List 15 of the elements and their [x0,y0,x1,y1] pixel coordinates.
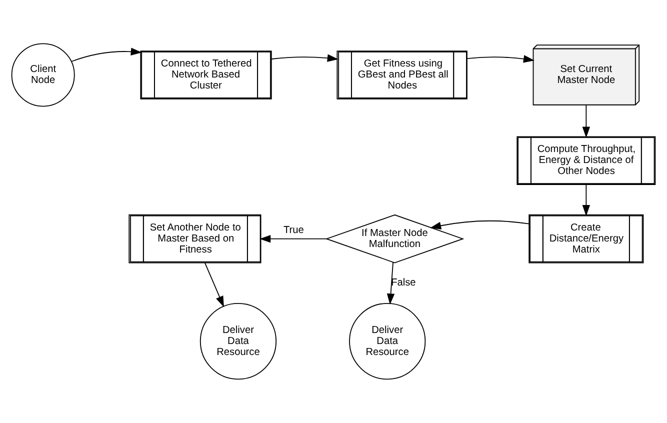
node-circle: Client Node [11,43,75,107]
arrow [466,55,535,63]
node-circle: Deliver Data Resource [200,302,277,380]
arrow [204,262,224,308]
edge-label: False [391,278,416,289]
edge-label: True [283,225,304,236]
arrow [70,48,142,62]
node-circle: Deliver Data Resource [349,302,426,380]
node-diamond: If Master Node Malfunction [325,214,464,264]
arrow [260,234,327,243]
arrow [582,104,590,138]
arrow [271,54,338,62]
arrow [430,220,530,230]
arrow [386,262,395,305]
arrow [582,184,590,216]
